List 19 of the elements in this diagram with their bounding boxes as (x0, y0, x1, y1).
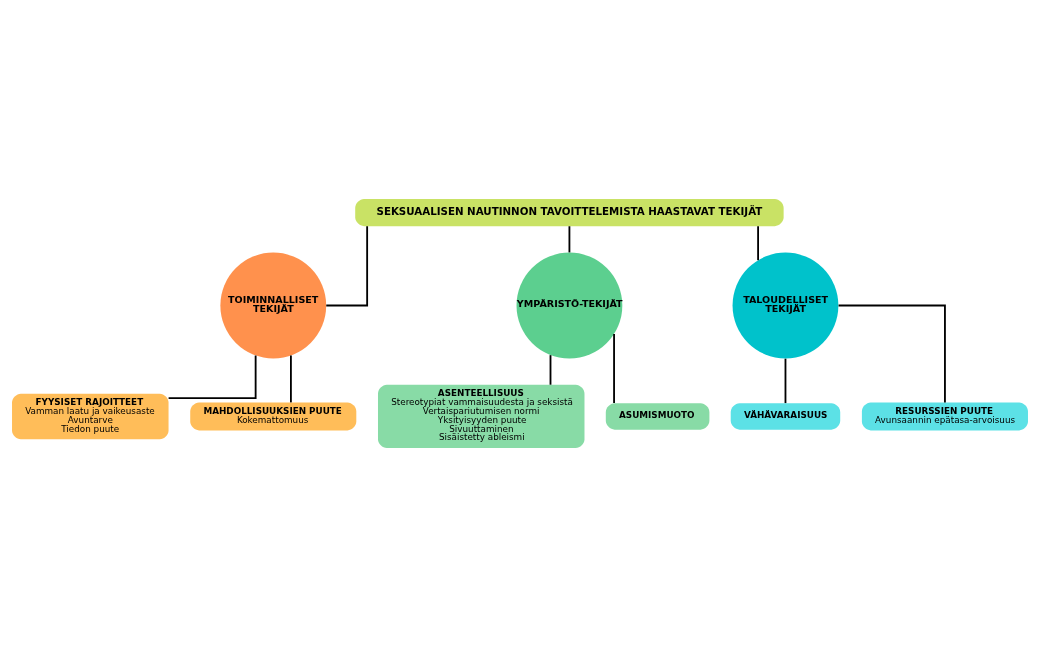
connector (325, 224, 369, 306)
node-circle: TOIMINNALLISET TEKIJÄT (220, 252, 327, 358)
connector (757, 224, 759, 261)
node-box: MAHDOLLISUUKSIEN PUUTE Kokemattomuus (190, 402, 357, 430)
connector (784, 357, 787, 404)
node-box: FYYSISET RAJOITTEET Vamman laatu ja vaikeusaste Avuntarve Tiedon puute (12, 393, 169, 439)
connector (613, 332, 615, 404)
node-circle: TALOUDELLISET TEKIJÄT (732, 252, 839, 358)
node-box: VÄHÄVARAISUUS (730, 402, 841, 430)
connector (289, 354, 292, 403)
node-box: ASENTEELLISUUS Stereotypiat vammaisuudesta ja seksistä Vertaispariutumisen normi Yksityisyyden puute Sivuuttaminen Sisäistetty ableismi (378, 384, 585, 448)
connector (549, 353, 552, 386)
connector (837, 304, 946, 403)
connector (167, 354, 257, 399)
node-box: SEKSUAALISEN NAUTINNON TAVOITTELEMISTA HAASTAVAT TEKIJÄT (355, 198, 784, 226)
node-box: ASUMISMUOTO (605, 402, 710, 430)
node-box: RESURSSIEN PUUTE Avunsaannin epätasa-arvoisuus (861, 402, 1028, 430)
node-circle: YMPÄRISTÖ-TEKIJÄT (516, 252, 623, 358)
connector (568, 224, 571, 253)
